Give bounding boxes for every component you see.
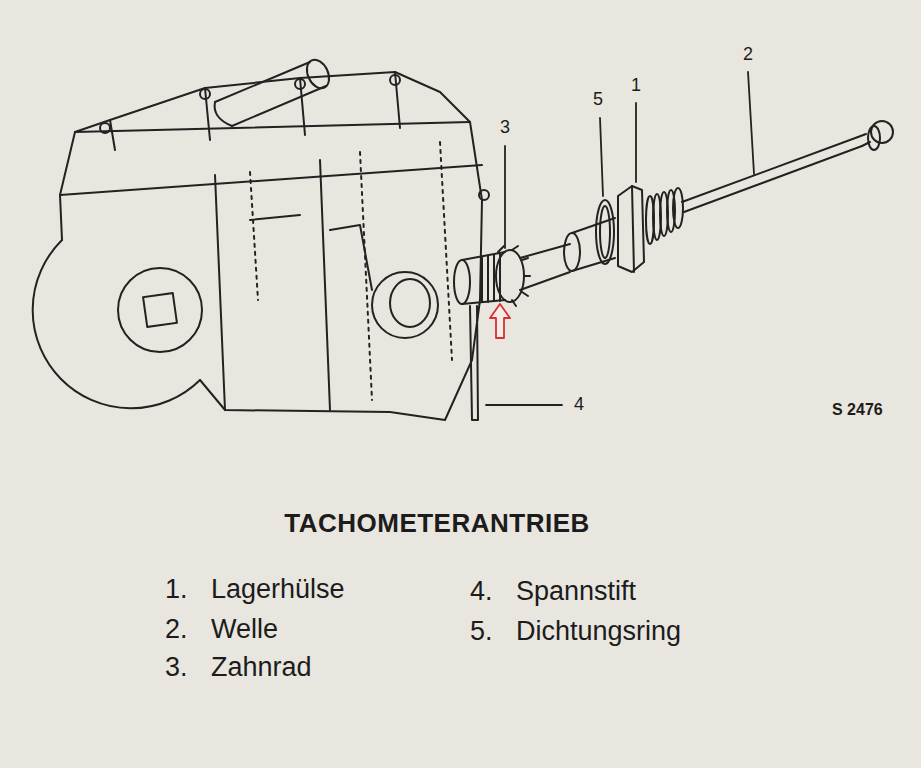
gearbox-housing	[215, 102, 232, 126]
leader-line	[504, 146, 506, 248]
gearbox-housing	[200, 89, 210, 99]
gearbox-housing	[60, 72, 482, 420]
leader-line	[486, 72, 754, 405]
leader-line	[486, 404, 562, 406]
gearbox-housing	[295, 79, 305, 89]
gearbox-housing	[250, 215, 372, 290]
callout-number: 5	[593, 90, 603, 110]
bearing-sleeve	[596, 200, 614, 264]
bearing-sleeve	[520, 186, 683, 290]
spring-pin	[470, 306, 478, 420]
red-arrow	[490, 304, 510, 338]
parts-list-item: 1. Lagerhülse	[165, 575, 345, 605]
illustration	[33, 56, 893, 420]
spring-pin	[470, 306, 478, 420]
shaft	[682, 121, 893, 212]
gear	[482, 254, 500, 302]
bearing-sleeve	[673, 188, 683, 228]
callout-number: 4	[574, 395, 584, 415]
gearbox-housing	[33, 240, 200, 408]
gearbox-housing	[110, 72, 400, 150]
shaft	[871, 121, 893, 143]
callout-number: 2	[743, 45, 753, 65]
parts-list-item: 2. Welle	[165, 615, 278, 645]
gear	[454, 246, 530, 306]
gearbox-housing	[60, 195, 62, 240]
parts-list-item: 5. Dichtungsring	[470, 617, 681, 647]
shaft	[682, 137, 862, 212]
bearing-sleeve	[618, 186, 644, 272]
gearbox-housing	[200, 380, 390, 412]
leader-line	[600, 118, 603, 196]
gearbox-housing	[303, 56, 334, 92]
gearbox-housing	[215, 62, 326, 126]
gearbox-housing	[479, 190, 489, 200]
red-arrow	[490, 304, 510, 338]
callout-number: 1	[631, 76, 641, 96]
bearing-sleeve	[632, 186, 634, 272]
title: TACHOMETERANTRIEB	[284, 509, 590, 538]
gearbox-housing	[143, 293, 177, 327]
leader-line	[748, 72, 754, 174]
bearing-sleeve	[564, 233, 580, 271]
leader-line	[635, 103, 637, 182]
gearbox-housing	[118, 268, 202, 352]
gearbox-housing	[33, 56, 489, 420]
gearbox-housing	[215, 160, 330, 410]
gear	[498, 246, 530, 306]
bearing-sleeve	[520, 244, 570, 290]
parts-list-item: 3. Zahnrad	[165, 653, 312, 683]
gearbox-housing	[100, 123, 110, 133]
bearing-sleeve	[600, 206, 610, 258]
gearbox-housing	[390, 279, 430, 327]
drawing-number: S 2476	[832, 401, 883, 419]
gearbox-housing	[390, 75, 400, 85]
gearbox-housing	[75, 122, 470, 132]
gear	[454, 260, 470, 304]
callout-number: 3	[500, 118, 510, 138]
parts-list-item: 4. Spannstift	[470, 577, 636, 607]
gearbox-housing	[250, 142, 452, 400]
gearbox-housing	[60, 165, 482, 195]
gearbox-housing	[372, 272, 438, 338]
